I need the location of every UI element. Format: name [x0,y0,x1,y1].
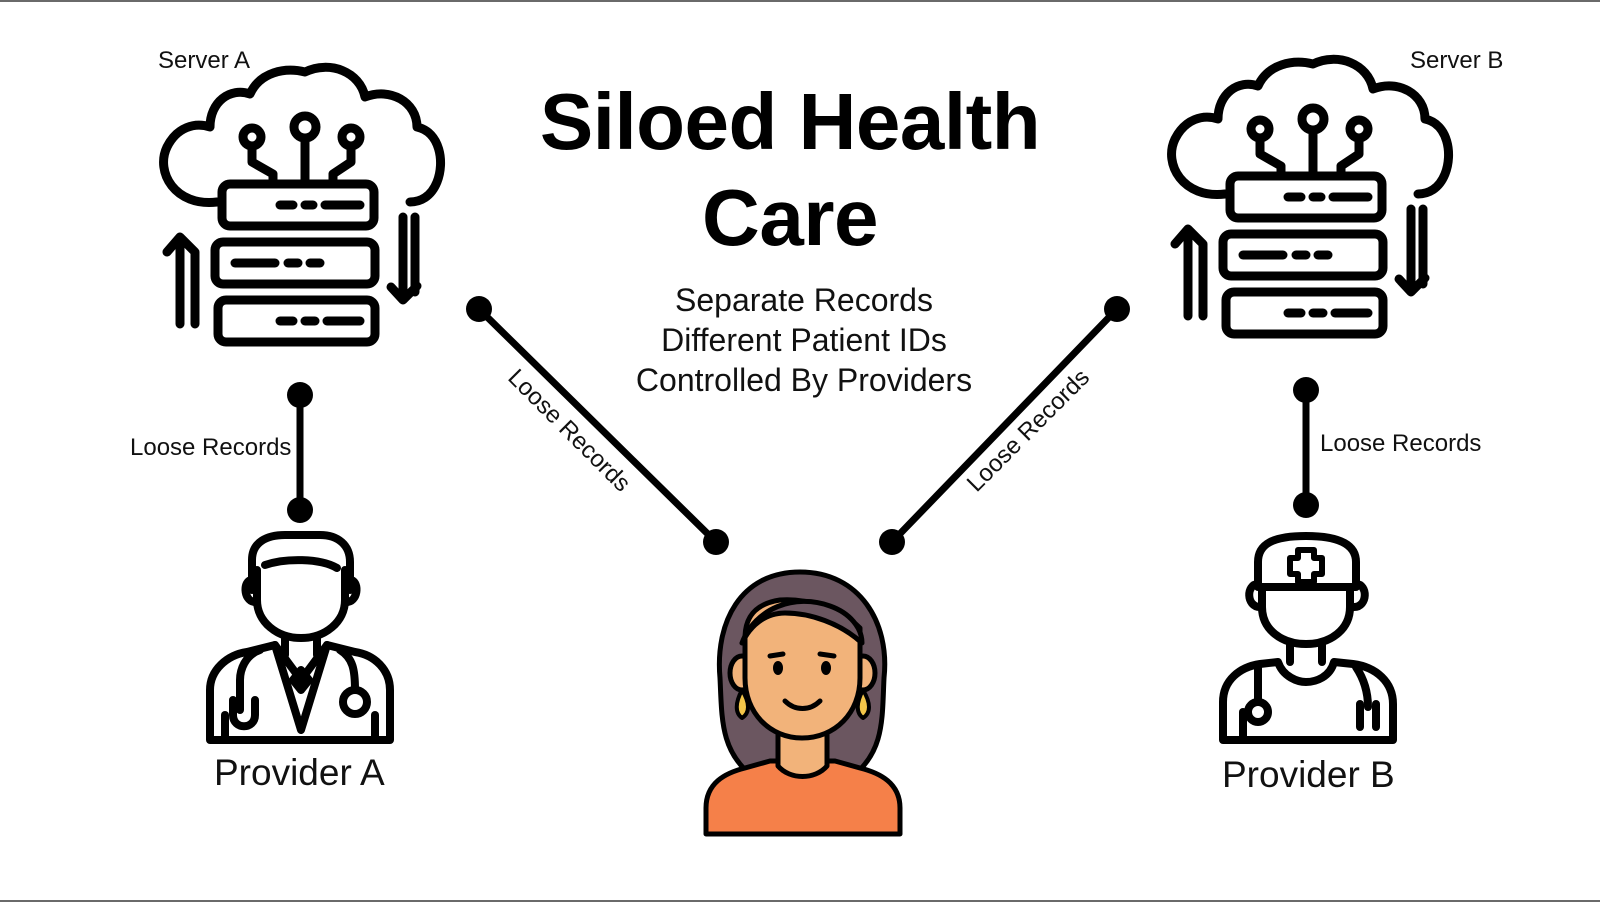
server-a-label: Server A [158,47,251,74]
cloud-server-icon [159,62,445,347]
subtitle-line-2: Different Patient IDs [661,322,947,358]
server-b-label: Server B [1410,47,1504,74]
connector-patient-server-b [879,296,1130,555]
provider-b-label: Provider B [1222,754,1395,795]
cloud-server-icon [1167,54,1453,339]
connector-server-a-provider-a [287,382,313,523]
subtitle-line-1: Separate Records [675,282,933,318]
connector-patient-server-a [466,296,729,555]
nurse-icon [1219,532,1397,744]
title-line-2: Care [702,173,878,262]
provider-a-label: Provider A [214,752,385,793]
doctor-icon [206,531,394,744]
title-line-1: Siloed Health [539,77,1041,166]
patient-icon [703,569,903,837]
connector-label-server-a-provider-a: Loose Records [130,434,292,461]
connector-label-server-b-provider-b: Loose Records [1320,430,1482,457]
page-title: Siloed Health Care [0,74,1580,266]
connector-server-b-provider-b [1293,377,1319,518]
subtitle-line-3: Controlled By Providers [635,362,973,398]
subtitle-block: Separate Records Different Patient IDs C… [604,280,1004,400]
